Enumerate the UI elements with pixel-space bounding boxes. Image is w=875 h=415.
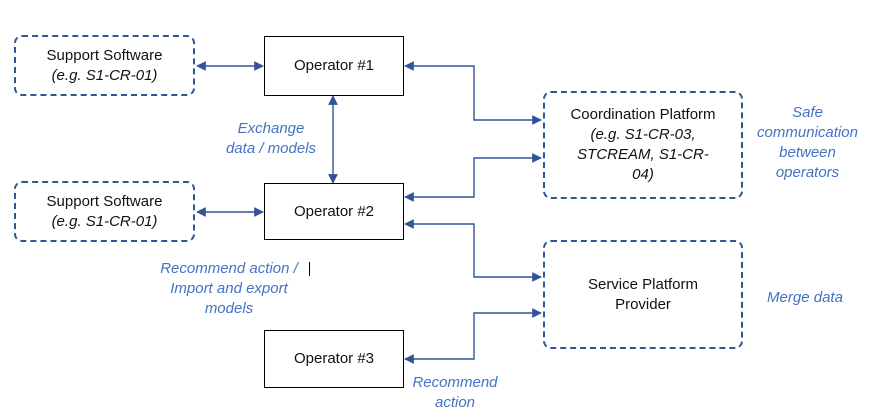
arrow-operator2-coordination (404, 153, 542, 202)
text-cursor (309, 262, 310, 276)
operator-2-box: Operator #2 (264, 183, 404, 240)
safe-communication-note-line1: Safe (792, 104, 823, 121)
operator-1-box: Operator #1 (264, 36, 404, 96)
recommend-action-note-line1: Recommend (412, 374, 498, 391)
safe-communication-note-line3: between (779, 144, 836, 161)
support-software-title: Support Software (46, 192, 163, 210)
coordination-platform-detail-line3: 04) (632, 166, 654, 183)
exchange-note-line1: Exchange (237, 120, 305, 137)
support-software-title: Support Software (46, 46, 163, 64)
operator-1-label: Operator #1 (293, 57, 375, 74)
recommend-import-note-line1: Recommend action / (160, 260, 298, 277)
safe-communication-note-line2: communication (757, 124, 858, 141)
support-software-box-2: Support Software (e.g. S1-CR-01) (14, 181, 195, 242)
support-software-box-1: Support Software (e.g. S1-CR-01) (14, 35, 195, 96)
exchange-note: Exchange data / models (212, 119, 330, 159)
recommend-import-note: Recommend action / Import and export mod… (140, 259, 318, 319)
arrow-operator2-service (404, 219, 542, 282)
recommend-action-note-line2: action (434, 394, 476, 411)
coordination-platform-detail-line1: (e.g. S1-CR-03, (590, 126, 696, 143)
exchange-note-line2: data / models (225, 140, 317, 157)
safe-communication-note: Safe communication between operators (745, 103, 870, 183)
safe-communication-note-line4: operators (775, 164, 840, 181)
coordination-platform-box: Coordination Platform (e.g. S1-CR-03, ST… (543, 91, 743, 199)
operator-3-label: Operator #3 (293, 350, 375, 367)
operator-2-label: Operator #2 (293, 202, 375, 220)
recommend-import-note-line3: models (204, 300, 254, 317)
service-platform-line1: Service Platform (587, 275, 699, 293)
service-platform-line2: Provider (615, 295, 671, 313)
recommend-action-note: Recommend action (405, 373, 505, 413)
operator-3-box: Operator #3 (264, 330, 404, 388)
recommend-import-note-line2: Import and export (170, 280, 288, 297)
merge-data-note: Merge data (750, 288, 860, 308)
support-software-detail: (e.g. S1-CR-01) (51, 66, 158, 84)
arrow-operator1-coordination (404, 61, 542, 125)
coordination-platform-detail-line2: STCREAM, S1-CR- (577, 146, 709, 163)
support-software-detail: (e.g. S1-CR-01) (51, 212, 158, 230)
arrow-operator3-service (404, 308, 542, 364)
coordination-platform-title: Coordination Platform (570, 106, 716, 123)
merge-data-note-line1: Merge data (767, 289, 843, 306)
service-platform-box: Service Platform Provider (543, 240, 743, 349)
